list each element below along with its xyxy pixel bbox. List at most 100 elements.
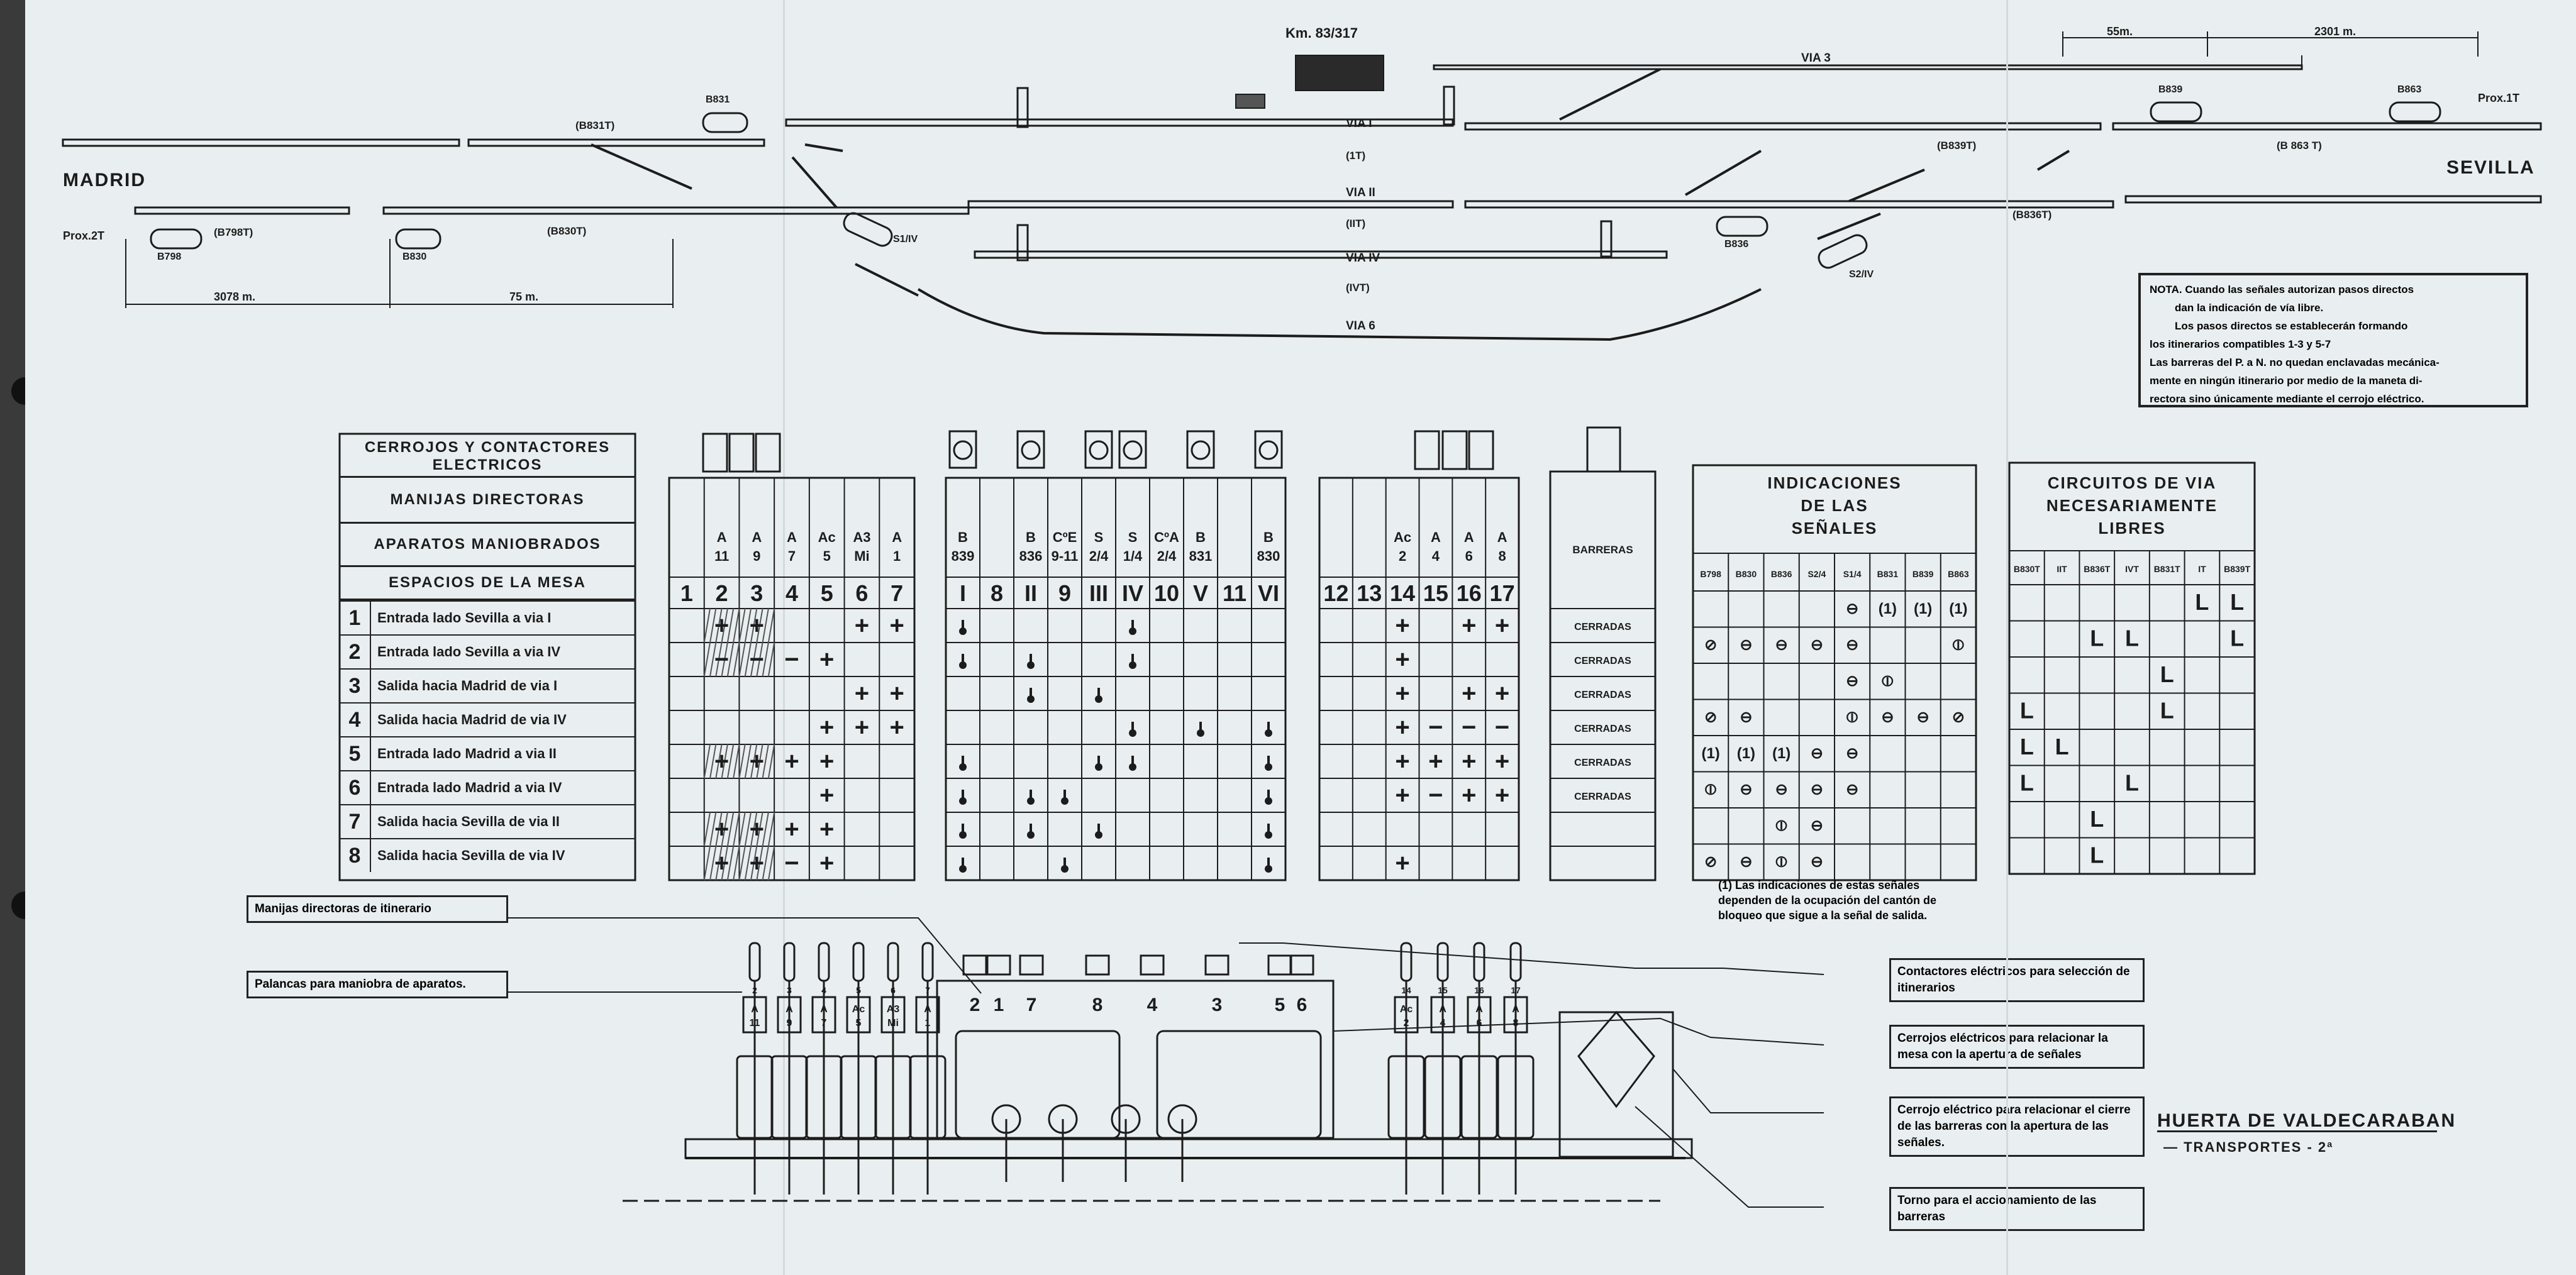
- indicaciones-cell: ⊖: [1775, 781, 1788, 798]
- column-header-top: A: [892, 529, 902, 545]
- hatch-line: [756, 608, 763, 643]
- table-cell: −: [784, 849, 799, 877]
- pictogram-icon: [1258, 440, 1279, 460]
- drawing-subtitle: — TRANSPORTES - 2ª: [2163, 1139, 2334, 1155]
- pictogram-icon: [1089, 440, 1109, 460]
- legend-row-number: 3: [340, 670, 371, 702]
- table-cell: +: [1462, 612, 1476, 639]
- contactor-box: [1085, 954, 1110, 976]
- hatch-line: [709, 744, 717, 779]
- hatch-line: [726, 608, 735, 643]
- column-header-top: B: [1196, 529, 1206, 545]
- indicaciones-column-header: B798: [1700, 569, 1721, 579]
- contactor-box: [1019, 954, 1044, 976]
- lever-handle: [783, 942, 796, 982]
- signal-label: B836: [1724, 239, 1749, 250]
- column-header-top: CºE: [1053, 529, 1077, 545]
- table-cell: +: [819, 781, 834, 809]
- hatch-line: [750, 642, 758, 677]
- hatch-line: [709, 846, 717, 881]
- hatch-line: [767, 608, 775, 643]
- indicaciones-column-header: B863: [1948, 569, 1969, 579]
- column-header-bottom: 2/4: [1157, 548, 1177, 564]
- space-number: III: [1089, 580, 1108, 606]
- bank-number: 2: [970, 995, 980, 1015]
- hatch-line: [703, 608, 711, 643]
- lever-quadrant: [1387, 1055, 1425, 1139]
- column-header-top: S: [1094, 529, 1104, 545]
- nota-line: mente en ningún itinerario por medio de …: [2150, 375, 2423, 387]
- table-cell: +: [750, 748, 764, 775]
- lever-handle: [818, 942, 830, 982]
- table-cell: +: [819, 815, 834, 843]
- hatch-line: [767, 846, 775, 881]
- hatch-line: [767, 642, 775, 677]
- hatch-line: [744, 744, 752, 779]
- table-cell: +: [1395, 781, 1409, 809]
- column-header-bottom: 839: [952, 548, 975, 564]
- hatch-line: [756, 846, 763, 881]
- indicaciones-cell: ⊖: [1881, 709, 1894, 726]
- circuitos-cell: L: [2160, 698, 2174, 724]
- table-cell: −: [784, 646, 799, 673]
- column-header-top: A: [1497, 529, 1507, 545]
- indicaciones-cell: (1): [1914, 600, 1932, 617]
- table-cell: +: [819, 646, 834, 673]
- pictogram-box: [948, 430, 977, 469]
- table-cell: +: [889, 680, 904, 707]
- table-text: 1A112A93A74Ac55A3Mi6A17++++−−−++++++++++…: [680, 430, 2251, 877]
- circuitos-cell: L: [2195, 589, 2209, 615]
- lever-number: 16: [1474, 985, 1484, 995]
- section-label: (B 863 T): [2277, 140, 2322, 152]
- distance-label: 2301 m.: [2314, 25, 2357, 38]
- table-cell: +: [819, 714, 834, 741]
- bank-number: 7: [1026, 995, 1037, 1015]
- hatch-line: [733, 608, 740, 643]
- indicaciones-cell: (1): [1701, 745, 1719, 762]
- indicaciones-cell: ⦶: [1776, 854, 1787, 871]
- lever-handle: [1509, 942, 1522, 982]
- lever-label-top: A: [924, 1004, 931, 1015]
- table-cell: +: [1495, 748, 1509, 775]
- space-number: 14: [1390, 580, 1415, 606]
- lever-label-top: Ac: [1400, 1004, 1413, 1015]
- nota-line: los itinerarios compatibles 1-3 y 5-7: [2150, 338, 2331, 350]
- column-header-bottom: 836: [1019, 548, 1043, 564]
- indicaciones-cell: ⊖: [1740, 781, 1752, 798]
- lever-label-top: Ac: [852, 1004, 865, 1015]
- indicaciones-cell: ⊘: [1704, 637, 1717, 654]
- hatch-line: [721, 608, 728, 643]
- indicaciones-cell: ⊘: [1704, 854, 1717, 871]
- km-label: Km. 83/317: [1285, 25, 1358, 41]
- hatch-line: [715, 812, 723, 847]
- indicaciones-cell: ⦶: [1846, 709, 1858, 726]
- lever-label-bottom: Mi: [887, 1018, 899, 1029]
- table-cell: +: [1462, 781, 1476, 809]
- table-cell: +: [714, 612, 729, 639]
- table-cell: −: [1495, 714, 1509, 741]
- hatch-line: [762, 744, 769, 779]
- column-header-top: A3: [853, 529, 870, 545]
- space-number: IV: [1122, 580, 1143, 606]
- column-header-top: A: [752, 529, 762, 545]
- legend-header: APARATOS MANIOBRADOS: [340, 524, 635, 567]
- hatch-line: [750, 744, 758, 779]
- legend-row-text: Salida hacia Sevilla de via IV: [377, 847, 565, 863]
- table-cell: +: [714, 815, 729, 843]
- circuitos-column-header: B830T: [2014, 564, 2040, 574]
- column-header-top: A: [787, 529, 797, 545]
- legend-table: CERROJOS Y CONTACTORES ELECTRICOS MANIJA…: [340, 434, 635, 872]
- legend-header: CERROJOS Y CONTACTORES ELECTRICOS: [340, 434, 635, 478]
- indicaciones-cell: ⊖: [1740, 637, 1752, 654]
- column-header-bottom: 4: [1432, 548, 1440, 564]
- table-cell: +: [784, 748, 799, 775]
- section-label: (B836T): [2012, 209, 2052, 221]
- indicaciones-cell: ⊖: [1846, 600, 1858, 617]
- title-rule: [2157, 1130, 2437, 1132]
- contactor-box: [1140, 954, 1165, 976]
- hatch-line: [744, 846, 752, 881]
- pictogram-icon: [1021, 440, 1041, 460]
